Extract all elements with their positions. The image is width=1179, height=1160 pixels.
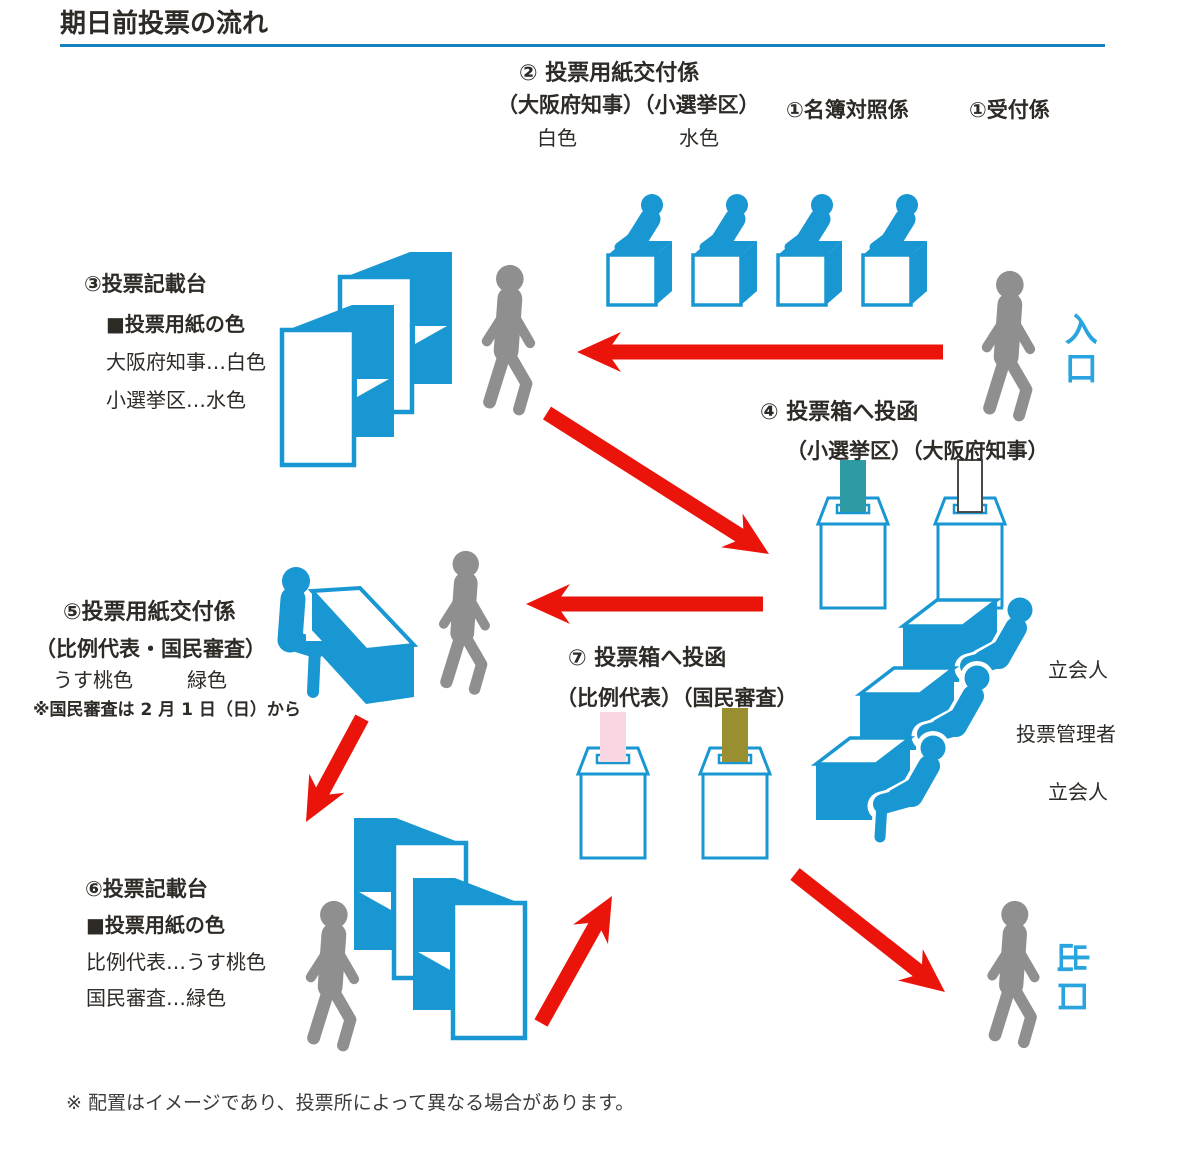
- reception-clerk-desk-icon: [863, 194, 927, 305]
- page-title: 期日前投票の流れ: [60, 9, 269, 39]
- voter-entering-icon: [987, 271, 1030, 415]
- step2-paper-color-white: 白色: [537, 126, 577, 150]
- footnote: ※ 配置はイメージであり、投票所によって異なる場合があります。: [66, 1092, 635, 1114]
- step7-label: ⑦ 投票箱へ投函: [568, 646, 727, 671]
- roster-clerk-desk-icon: [778, 194, 842, 305]
- observer-top-label: 立会人: [1048, 658, 1108, 682]
- voting-booth-icon: [413, 878, 525, 1038]
- step5-sublabel: （比例代表・国民審査）: [35, 637, 266, 661]
- step5-label: ⑤投票用紙交付係: [63, 600, 236, 625]
- step4-sublabel: （小選挙区）（大阪府知事）: [786, 439, 1049, 463]
- flow-arrow-box-to-exit: [790, 868, 945, 992]
- entrance-label: 入口: [1059, 312, 1099, 390]
- ballot-box-kosenkyoku-icon: [816, 460, 890, 610]
- ballot-white: [957, 459, 983, 513]
- exit-label: 出口: [1053, 941, 1092, 1019]
- step7-sublabel: （比例代表）（国民審査）: [556, 686, 798, 710]
- step5-paper-color-pink: うす桃色: [53, 668, 133, 692]
- ballot-box-review-icon: [698, 708, 772, 860]
- issuing-clerk-desk-icon: [608, 194, 672, 305]
- step3-heading: ■投票用紙の色: [106, 312, 245, 336]
- step1-roster-label: ①名簿対照係: [786, 98, 909, 122]
- step1-reception-label: ①受付係: [969, 98, 1050, 122]
- observer-bottom-label: 立会人: [1048, 780, 1108, 804]
- flow-arrow-booth-to-box2: [534, 896, 612, 1027]
- step2-paper-color-lightblue: 水色: [679, 126, 719, 150]
- step5-paper-color-green: 緑色: [187, 668, 227, 692]
- step6-heading: ■投票用紙の色: [86, 913, 225, 937]
- exit-label-box: 出口: [1020, 925, 1130, 1035]
- flow-arrow-issuing-to-booth: [306, 714, 369, 822]
- step4-label: ④ 投票箱へ投函: [760, 400, 919, 425]
- issuing-clerk-counter-icon: [277, 567, 419, 704]
- observer-desk-icon: [816, 731, 950, 838]
- ballot-box-proportional-icon: [576, 712, 650, 860]
- voter-walking-icon: [444, 551, 485, 689]
- step3-line1: 大阪府知事…白色: [106, 350, 266, 374]
- flow-arrow-entrance-to-booth: [577, 332, 943, 372]
- manager-label: 投票管理者: [1016, 722, 1116, 746]
- voting-booth-icon: [282, 305, 394, 465]
- issuing-clerk-desk-icon: [693, 194, 757, 305]
- voter-walking-icon: [487, 265, 530, 409]
- step3-label: ③投票記載台: [84, 272, 207, 296]
- step6-label: ⑥投票記載台: [85, 877, 208, 901]
- flow-arrow-booth-to-box: [542, 406, 769, 554]
- flow-arrow-box-to-issuing: [526, 584, 763, 624]
- ballot-teal: [840, 460, 866, 512]
- ballot-pink: [600, 712, 626, 762]
- ballot-olive: [722, 708, 748, 762]
- step2-sublabel: （大阪府知事）（小選挙区）: [497, 93, 760, 117]
- step5-note: ※国民審査は 2 月 1 日（日）から: [33, 700, 301, 720]
- step2-label: ② 投票用紙交付係: [519, 61, 700, 86]
- ballot-box-governor-icon: [933, 459, 1007, 610]
- step6-line2: 国民審査…緑色: [86, 986, 226, 1010]
- title-underline: [60, 44, 1105, 47]
- voter-walking-icon: [311, 901, 354, 1045]
- step6-line1: 比例代表…うす桃色: [86, 950, 266, 974]
- step3-line2: 小選挙区…水色: [106, 388, 246, 412]
